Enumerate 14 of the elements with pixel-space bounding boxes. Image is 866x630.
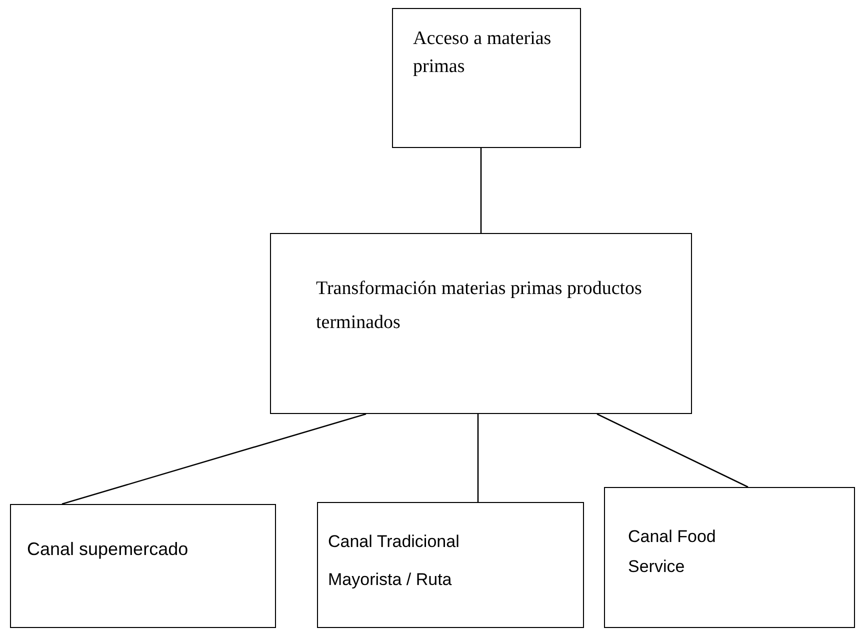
box-label: Transformación materias primas productos terminados: [316, 277, 643, 335]
connector-line: [62, 413, 366, 505]
connector-line: [596, 413, 748, 488]
process-box: [270, 233, 692, 414]
box-label: Acceso a materias primas: [413, 27, 552, 79]
process-box: [392, 8, 581, 148]
process-box: [317, 502, 584, 628]
box-label: Canal Tradicional Mayorista / Ruta: [328, 531, 460, 591]
connector-line: [477, 414, 479, 502]
box-label: Canal Food Service: [628, 526, 717, 578]
process-box: [604, 487, 855, 628]
connector-line: [480, 148, 482, 233]
process-box: [10, 504, 276, 628]
box-label: Canal supemercado: [27, 538, 190, 561]
